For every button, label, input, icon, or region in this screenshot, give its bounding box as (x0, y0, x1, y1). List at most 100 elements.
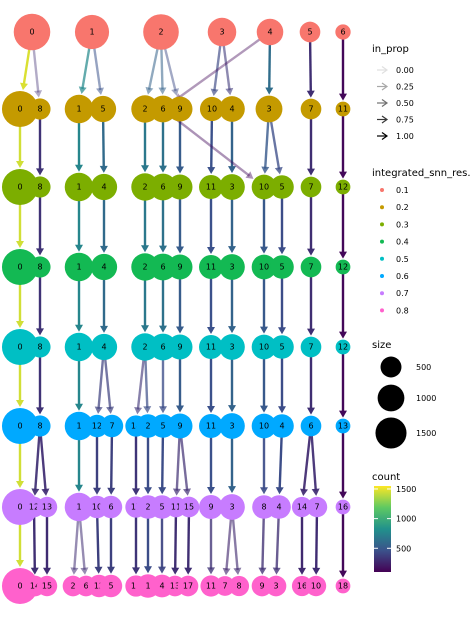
node-circle (64, 94, 94, 124)
node-res-0.8-cluster-3: 3 (265, 575, 287, 597)
legend-count-colorbar (374, 486, 391, 572)
edge-arrowhead (159, 325, 167, 333)
edge-arrowhead (159, 245, 167, 253)
legend-in-prop-label: 1.00 (396, 132, 414, 141)
legend-res-swatch (380, 205, 384, 210)
node-circle (207, 17, 237, 47)
edge-0.5-6-to-5 (159, 355, 167, 414)
legend-in-prop-item: 0.75 (377, 116, 414, 125)
node-circle (151, 414, 175, 438)
node-circle (215, 576, 235, 596)
edge-line (269, 116, 281, 170)
node-label: 1 (76, 343, 81, 352)
edge-line (187, 513, 191, 570)
legend-arrow-head (381, 99, 389, 107)
legend-arrow-head (381, 132, 389, 140)
node-label: 8 (37, 263, 42, 272)
node-label: 16 (338, 503, 348, 512)
edge-0.4-8-to-8 (36, 273, 44, 336)
edge-0.1-3-to-4 (221, 40, 234, 96)
legend-res-label: 0.6 (396, 272, 409, 281)
node-res-0.3-cluster-12: 12 (335, 179, 351, 195)
edge-0.6-5-to-5 (158, 433, 167, 495)
node-circle (335, 418, 351, 434)
edge-0.2-0-to-0 (16, 119, 24, 168)
node-res-0.6-cluster-7: 7 (100, 414, 124, 438)
node-label: 0 (29, 28, 34, 37)
edge-arrowhead (43, 567, 51, 575)
edge-arrowhead (158, 487, 167, 495)
edge-0.3-2-to-2 (141, 195, 149, 253)
node-label: 4 (101, 263, 106, 272)
node-res-0.5-cluster-4: 4 (90, 333, 118, 361)
edge-0.7-13-to-15 (43, 513, 51, 575)
node-circle (270, 414, 294, 438)
node-res-0.3-cluster-10: 10 (251, 174, 277, 200)
node-circle (167, 334, 193, 360)
edge-0.4-6-to-6 (159, 275, 167, 333)
edge-arrowhead (96, 87, 104, 96)
legend-count-tick: 1000 (374, 515, 416, 524)
node-label: 5 (108, 582, 113, 591)
node-res-0.3-cluster-0: 0 (1, 168, 39, 206)
node-label: 12 (338, 263, 348, 272)
edge-arrowhead (228, 246, 236, 254)
edge-0.7-11-to-13 (171, 513, 180, 575)
node-circle (335, 259, 351, 275)
edge-arrowhead (339, 171, 347, 179)
node-label: 9 (177, 183, 182, 192)
node-res-0.7-cluster-14: 14 (291, 496, 313, 518)
edge-arrowhead (99, 165, 108, 173)
edge-line (81, 41, 92, 90)
edge-0.3-12-to-12 (339, 191, 347, 259)
legend-res: integrated_snn_res. 0.10.20.30.40.50.60.… (372, 168, 471, 315)
node-res-0.4-cluster-8: 8 (29, 256, 51, 278)
node-circle (335, 499, 351, 515)
node-circle (219, 254, 245, 280)
node-circle (1, 248, 39, 286)
edge-0.7-7-to-10 (312, 513, 321, 575)
edge-arrowhead (228, 166, 236, 174)
legend-size-circle (377, 384, 405, 412)
node-label: 7 (308, 343, 313, 352)
node-res-0.4-cluster-4: 4 (90, 253, 118, 281)
node-label: 10 (311, 582, 321, 591)
legend-arrow-head (381, 66, 389, 74)
edge-0.6-13-to-16 (339, 430, 347, 499)
legend-res-swatch (380, 308, 384, 313)
node-res-0.3-cluster-4: 4 (90, 173, 118, 201)
edge-0.7-17-to-19 (132, 513, 140, 575)
edge-0.7-8-to-9 (258, 514, 267, 575)
edge-arrowhead (176, 405, 184, 413)
edge-0.5-9-to-9 (176, 354, 184, 413)
legend-res-swatch (380, 274, 384, 278)
node-circle (251, 334, 277, 360)
edge-line (174, 513, 178, 570)
node-res-0.2-cluster-10: 10 (199, 96, 225, 122)
legend-in-prop-label: 0.25 (396, 83, 414, 92)
edge-0.4-11-to-11 (207, 274, 215, 335)
edge-0.6-12-to-10 (93, 432, 101, 495)
node-circle (291, 575, 313, 597)
legend-size-item: 500 (380, 356, 431, 378)
legend-in-prop-label: 0.50 (396, 99, 414, 108)
edge-line (210, 116, 214, 170)
node-circle (219, 413, 245, 439)
node-res-0.5-cluster-10: 10 (251, 334, 277, 360)
node-res-0.6-cluster-5: 5 (151, 414, 175, 438)
node-res-0.6-cluster-6: 6 (300, 415, 322, 437)
edge-arrowhead (261, 166, 270, 174)
node-label: 14 (30, 582, 40, 591)
edge-0.4-5-to-5 (278, 274, 286, 335)
node-circle (1, 328, 39, 366)
legend-count-tick: 1500 (374, 485, 416, 494)
node-circle (29, 415, 51, 437)
edge-arrowhead (210, 88, 219, 97)
legend-res-swatch (380, 239, 384, 244)
node-res-0.4-cluster-7: 7 (300, 256, 322, 278)
edge-0.7-4-to-3 (272, 514, 281, 575)
edge-line (162, 42, 177, 92)
node-label: 8 (37, 183, 42, 192)
